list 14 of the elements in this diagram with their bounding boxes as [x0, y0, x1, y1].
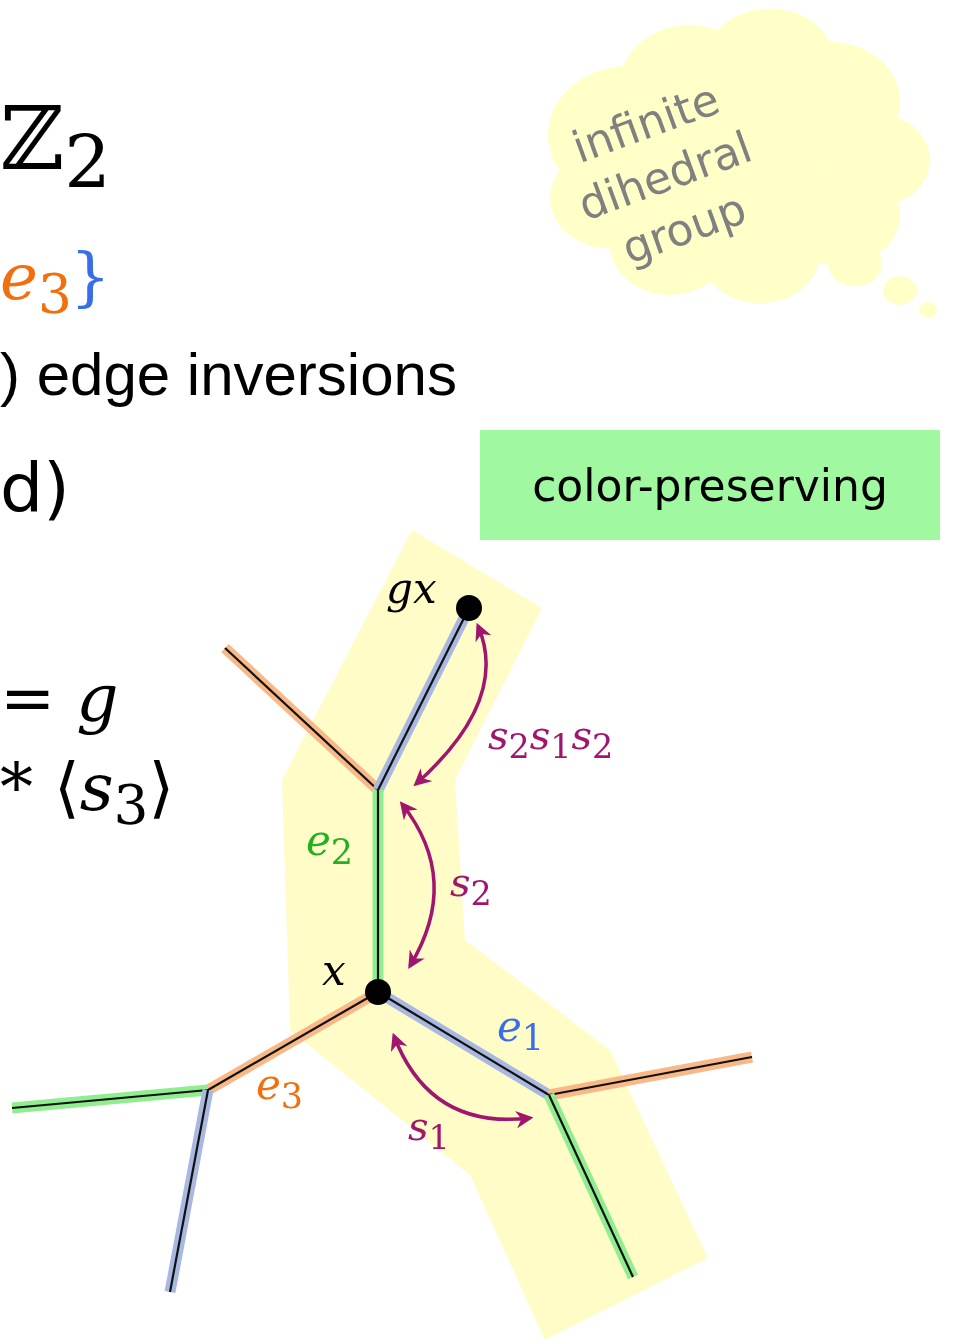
text-line: d) — [0, 455, 70, 523]
label-band: color-preserving — [480, 430, 940, 540]
math-text: e$_{3}$ — [0, 245, 72, 322]
arrow-label: s$_{1}$ — [408, 1106, 450, 1155]
math-label: e$_{1}$ — [497, 1006, 545, 1057]
math-text: } — [70, 245, 111, 309]
math-label: e$_{3}$ — [256, 1064, 304, 1115]
math-label: e$_{2}$ — [306, 820, 354, 871]
vertex-label: x — [322, 950, 346, 992]
text-line: ) edge inversions — [0, 345, 457, 405]
math-text: * ⟨s$_{3}$⟩ — [0, 755, 175, 834]
arrow-label: s$_{2}$ — [450, 862, 492, 911]
arrow-label: s$_{2}$s$_{1}$s$_{2}$ — [488, 715, 614, 764]
math-text: ℤ$_{2}$ — [0, 95, 111, 199]
